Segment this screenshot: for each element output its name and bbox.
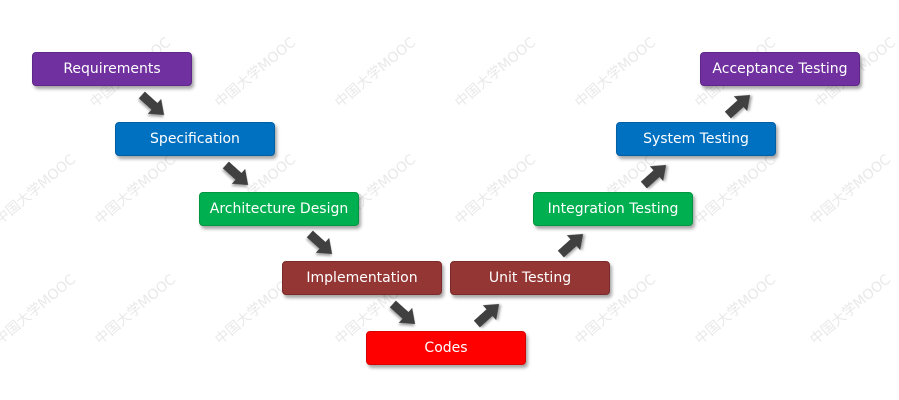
arrow-architecture-to-implementation-icon [306, 230, 333, 255]
integration-testing-label: Integration Testing [547, 201, 679, 217]
system-testing-label: System Testing [643, 131, 749, 147]
arrow-codes-to-unit-testing-icon [473, 303, 500, 328]
requirements-box: Requirements [32, 52, 192, 86]
arrow-requirements-to-specification-icon [138, 91, 165, 116]
arrow-specification-to-architecture-icon [222, 161, 249, 186]
integration-testing-box: Integration Testing [533, 192, 693, 226]
specification-label: Specification [150, 131, 240, 147]
codes-label: Codes [424, 340, 468, 356]
unit-testing-label: Unit Testing [488, 270, 572, 286]
requirements-label: Requirements [63, 61, 161, 77]
arrow-system-to-acceptance-testing-icon [724, 94, 751, 119]
specification-box: Specification [115, 122, 275, 156]
arrow-implementation-to-codes-icon [389, 300, 416, 325]
architecture-design-box: Architecture Design [199, 192, 359, 226]
implementation-box: Implementation [282, 261, 442, 295]
system-testing-box: System Testing [616, 122, 776, 156]
acceptance-testing-box: Acceptance Testing [700, 52, 860, 86]
implementation-label: Implementation [306, 270, 418, 286]
unit-testing-box: Unit Testing [450, 261, 610, 295]
architecture-design-label: Architecture Design [209, 201, 349, 217]
arrow-unit-to-integration-testing-icon [557, 233, 584, 258]
acceptance-testing-label: Acceptance Testing [712, 61, 848, 77]
codes-box: Codes [366, 331, 526, 365]
arrow-integration-to-system-testing-icon [640, 164, 667, 189]
